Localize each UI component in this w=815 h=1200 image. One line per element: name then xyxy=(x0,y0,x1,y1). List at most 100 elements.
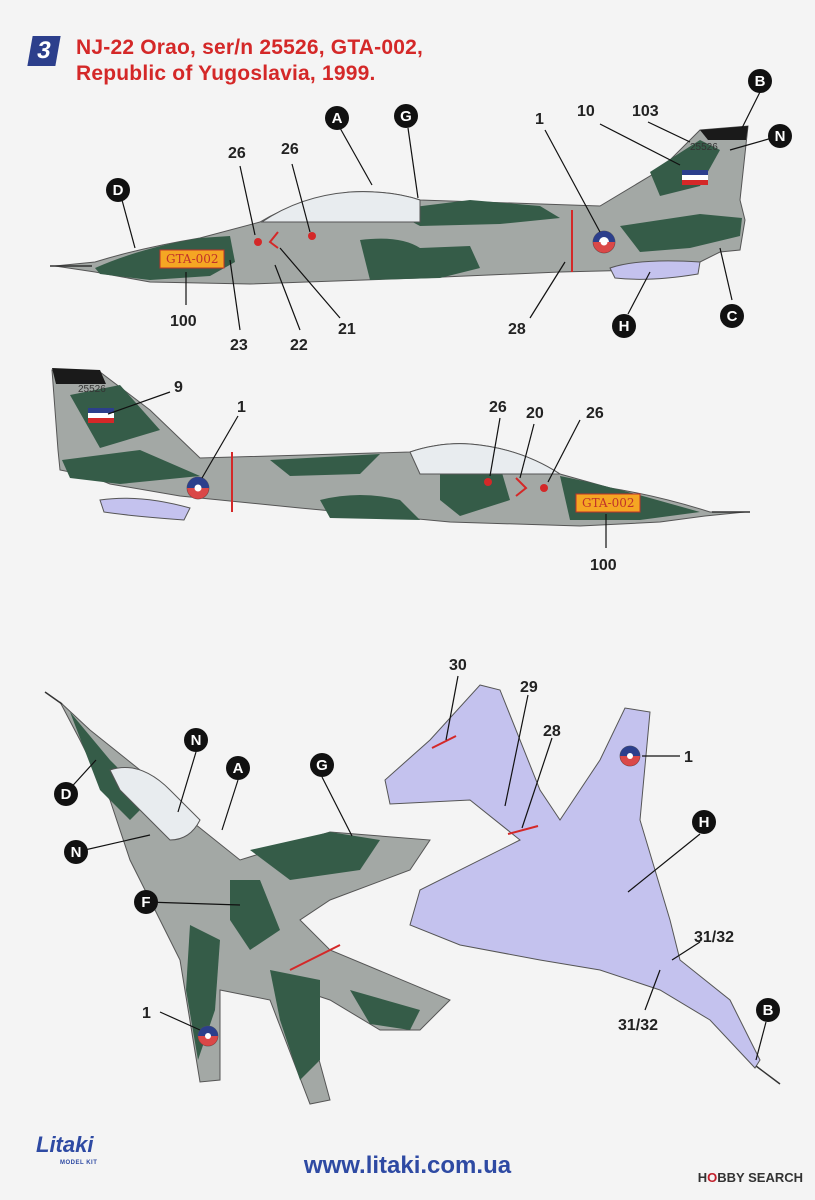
svg-text:N: N xyxy=(71,844,82,861)
callout-1: 1 xyxy=(535,111,544,128)
label-G: G xyxy=(310,753,334,777)
callout-1: 1 xyxy=(237,399,246,416)
callout-26: 26 xyxy=(281,141,299,158)
canopy-top xyxy=(109,767,201,841)
camo-patch xyxy=(620,214,742,252)
callout-31-32: 31/32 xyxy=(618,1017,658,1034)
callout-103: 103 xyxy=(632,103,659,120)
red-chevron xyxy=(515,477,528,497)
label-H: H xyxy=(692,810,716,834)
gta-marking: GTA-002 xyxy=(582,496,635,510)
label-D: D xyxy=(54,782,78,806)
label-G: G xyxy=(394,104,418,128)
pitot-tube xyxy=(44,691,63,705)
fin-tip xyxy=(52,368,106,384)
camo-patch xyxy=(650,140,720,196)
camo-patch xyxy=(320,495,420,520)
website-url[interactable]: www.litaki.com.ua xyxy=(303,1152,512,1179)
label-D: D xyxy=(106,178,130,202)
leader-lines xyxy=(121,91,773,331)
svg-text:G: G xyxy=(316,757,328,774)
red-emblem xyxy=(308,232,316,240)
svg-text:D: D xyxy=(113,182,124,199)
label-H: H xyxy=(612,314,636,338)
roundel xyxy=(197,1025,219,1047)
callout-10: 10 xyxy=(577,103,595,120)
camo-patch xyxy=(390,200,560,226)
callout-28: 28 xyxy=(543,723,561,740)
svg-text:H: H xyxy=(699,814,710,831)
gta-marking: GTA-002 xyxy=(166,252,219,266)
label-B: B xyxy=(748,69,772,93)
camo-patch xyxy=(70,385,160,448)
red-emblem xyxy=(484,478,492,486)
label-N: N xyxy=(64,840,88,864)
camo-patch xyxy=(270,454,380,476)
callout-1: 1 xyxy=(142,1005,151,1022)
camo-patch xyxy=(230,880,280,950)
svg-text:A: A xyxy=(233,760,244,777)
red-emblem xyxy=(540,484,548,492)
camo-patch xyxy=(250,832,380,880)
fin-tip xyxy=(700,126,748,140)
svg-text:F: F xyxy=(141,894,150,911)
svg-text:C: C xyxy=(727,308,738,325)
leader-lines xyxy=(107,391,607,548)
leader-lines xyxy=(445,675,767,1061)
callout-31-32: 31/32 xyxy=(694,929,734,946)
fin-flag xyxy=(88,408,114,423)
callout-26: 26 xyxy=(586,405,604,422)
red-emblem xyxy=(254,238,262,246)
callout-30: 30 xyxy=(449,657,467,674)
canopy xyxy=(260,191,421,223)
label-A: A xyxy=(226,756,250,780)
callout-23: 23 xyxy=(230,337,248,354)
callout-29: 29 xyxy=(520,679,538,696)
label-N: N xyxy=(768,124,792,148)
fin-serial: 25526 xyxy=(690,142,718,153)
label-B: B xyxy=(756,998,780,1022)
brand-subtitle: MODEL KIT xyxy=(60,1160,98,1166)
svg-text:N: N xyxy=(191,732,202,749)
callout-9: 9 xyxy=(174,379,183,396)
fin-serial: 25526 xyxy=(78,384,106,395)
red-chevron xyxy=(268,231,279,249)
label-C: C xyxy=(720,304,744,328)
svg-text:H: H xyxy=(619,318,630,335)
red-stripe xyxy=(289,944,341,971)
page-title-line1: NJ-22 Orao, ser/n 25526, GTA-002, xyxy=(76,36,424,59)
drop-tank xyxy=(99,497,191,521)
label-N: N xyxy=(184,728,208,752)
svg-text:B: B xyxy=(763,1002,774,1019)
page-title-line2: Republic of Yugoslavia, 1999. xyxy=(76,62,376,85)
svg-text:B: B xyxy=(755,73,766,90)
svg-text:A: A xyxy=(332,110,343,127)
callout-1: 1 xyxy=(684,749,693,766)
callout-21: 21 xyxy=(338,321,356,338)
svg-text:N: N xyxy=(775,128,786,145)
pitot-tube xyxy=(755,1065,781,1085)
drop-tank xyxy=(609,260,701,280)
svg-text:D: D xyxy=(61,786,72,803)
label-A: A xyxy=(325,106,349,130)
callout-20: 20 xyxy=(526,405,544,422)
camo-patch xyxy=(360,238,480,280)
red-stripe xyxy=(507,825,539,835)
camo-patch xyxy=(440,466,510,516)
camo-patch xyxy=(350,990,420,1030)
callout-26: 26 xyxy=(489,399,507,416)
camo-patch xyxy=(270,970,320,1080)
callout-22: 22 xyxy=(290,337,308,354)
camo-patch xyxy=(62,450,200,484)
gta-panel xyxy=(159,249,225,269)
roundel xyxy=(592,230,616,254)
roundel xyxy=(186,476,210,500)
callout-28: 28 xyxy=(508,321,526,338)
camo-patch xyxy=(186,925,220,1060)
callout-26: 26 xyxy=(228,145,246,162)
